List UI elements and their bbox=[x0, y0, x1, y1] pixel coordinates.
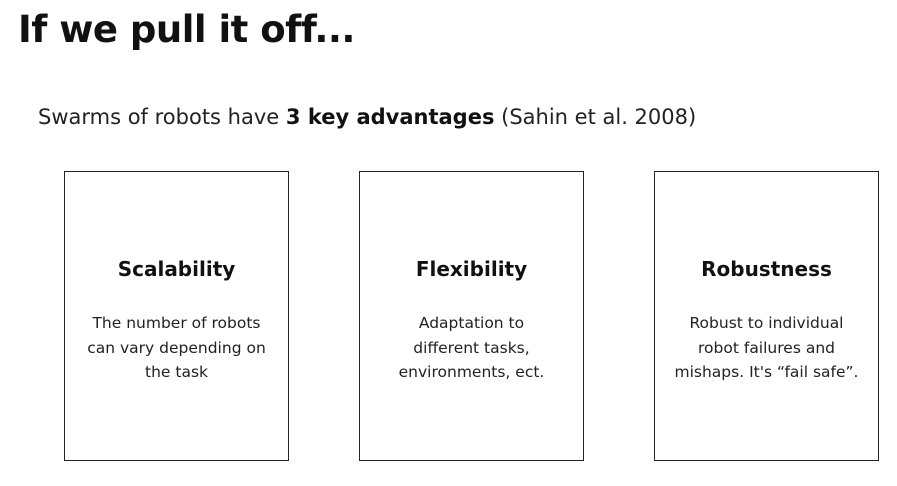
card-description-line: Robust to individual bbox=[689, 314, 844, 332]
card-heading: Scalability bbox=[117, 257, 236, 281]
card-description-line: different tasks, bbox=[413, 338, 530, 357]
card-heading: Flexibility bbox=[415, 257, 528, 281]
card-description-line: can vary depending on bbox=[87, 338, 266, 357]
card-flexibility: Flexibility Adaptation to different task… bbox=[359, 171, 584, 461]
card-description-line: Adaptation to bbox=[418, 314, 525, 332]
card-description: Adaptation to different tasks, environme… bbox=[366, 311, 577, 385]
subtitle-emphasis: 3 key advantages bbox=[285, 105, 495, 129]
card-description-line: mishaps. It's “fail safe”. bbox=[674, 363, 859, 381]
card-description-line: the task bbox=[145, 363, 208, 381]
card-description-line: robot failures and bbox=[698, 338, 835, 357]
card-heading: Robustness bbox=[701, 257, 832, 281]
card-robustness: Robustness Robust to individual robot fa… bbox=[654, 171, 879, 461]
subtitle-text: Swarms of robots have bbox=[38, 105, 286, 129]
slide-title: If we pull it off... bbox=[18, 8, 355, 51]
card-scalability: Scalability The number of robots can var… bbox=[64, 171, 289, 461]
card-description: Robust to individual robot failures and … bbox=[661, 311, 872, 385]
card-description: The number of robots can vary depending … bbox=[71, 311, 282, 385]
card-description-line: environments, ect. bbox=[398, 363, 545, 381]
card-description-line: The number of robots bbox=[92, 314, 261, 332]
subtitle: Swarms of robots have 3 key advantages (… bbox=[38, 102, 696, 132]
subtitle-citation: (Sahin et al. 2008) bbox=[494, 105, 697, 129]
